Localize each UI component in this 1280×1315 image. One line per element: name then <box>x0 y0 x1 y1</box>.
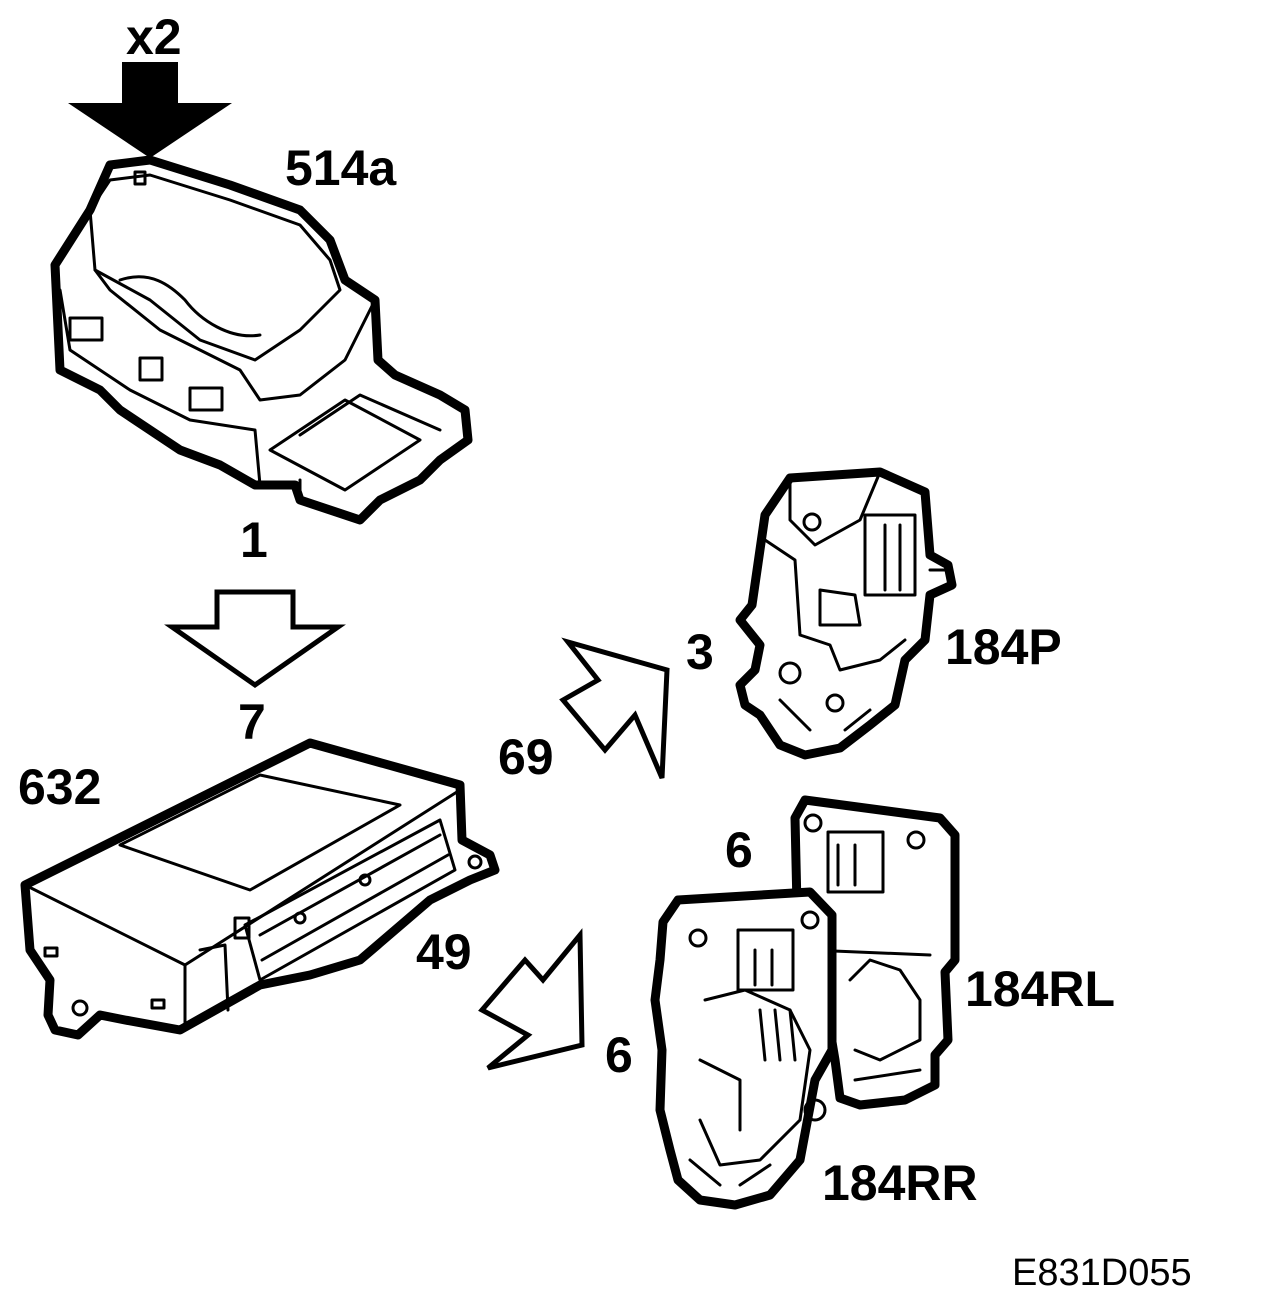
figure-code: E831D055 <box>1012 1252 1192 1294</box>
module-pin-in-label: 7 <box>238 694 266 750</box>
module-632-drawing <box>20 738 500 1040</box>
motor-184rr-drawing <box>650 887 837 1210</box>
lower-right-arrow-icon <box>478 928 585 1071</box>
motor-184p-drawing <box>735 467 957 760</box>
press-arrow-icon <box>68 62 232 158</box>
switch-pin-label: 1 <box>240 512 268 568</box>
wire-lower-label: 49 <box>416 924 472 980</box>
wire-upper-label: 69 <box>498 729 554 785</box>
motor-p-part-label: 184P <box>945 619 1062 675</box>
down-arrow-icon <box>164 589 346 689</box>
motor-rr-part-label: 184RR <box>822 1155 978 1211</box>
motor-rl-part-label: 184RL <box>965 961 1116 1017</box>
motor-p-pin-label: 3 <box>686 624 714 680</box>
motor-rl-pin-label: 6 <box>725 822 753 878</box>
switch-514a-drawing <box>50 155 473 525</box>
upper-right-arrow-icon <box>559 637 670 779</box>
quantity-label: x2 <box>126 9 182 65</box>
module-part-label: 632 <box>18 759 102 815</box>
motor-rr-pin-label: 6 <box>605 1027 633 1083</box>
switch-part-label: 514a <box>285 140 397 196</box>
